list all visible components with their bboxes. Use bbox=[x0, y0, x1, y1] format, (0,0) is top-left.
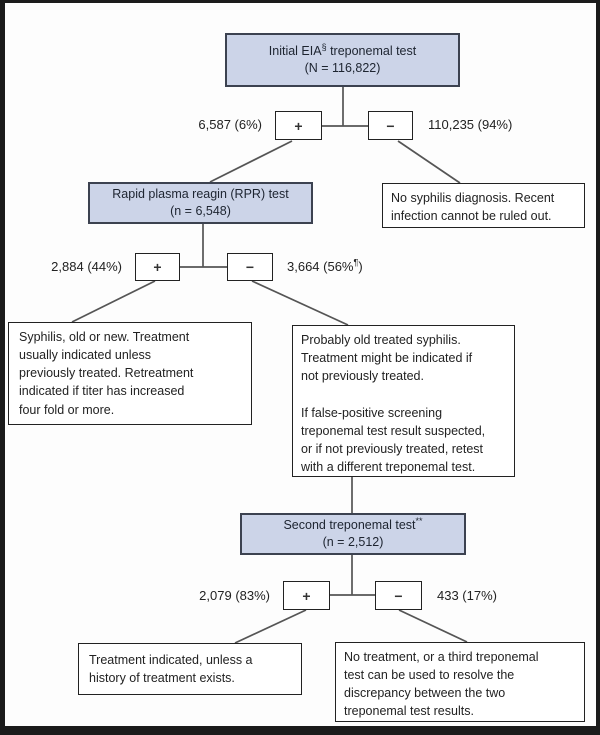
node-title-line: Rapid plasma reagin (RPR) test bbox=[112, 186, 289, 201]
no-treatment-outcome-box: No treatment, or a third treponemal test… bbox=[335, 642, 585, 722]
node-title-line: Second treponemal test** bbox=[283, 515, 423, 532]
rpr-negative-minus-box: − bbox=[227, 253, 273, 281]
connector-line bbox=[234, 609, 307, 644]
connector-line bbox=[71, 280, 156, 323]
rpr-negative-count-label: 3,664 (56%¶) bbox=[287, 257, 363, 274]
second-treponemal-test-node: Second treponemal test** (n = 2,512) bbox=[240, 513, 466, 555]
eia-negative-count-label: 110,235 (94%) bbox=[428, 117, 513, 132]
syphilis-treatment-outcome-box: Syphilis, old or new. Treatment usually … bbox=[8, 322, 252, 425]
node-title-line: Initial EIA§ treponemal test bbox=[268, 41, 417, 58]
treatment-indicated-outcome-box: Treatment indicated, unless a history of… bbox=[78, 643, 302, 695]
footnote-symbol: § bbox=[321, 41, 327, 52]
second-positive-plus-box: + bbox=[283, 581, 330, 610]
probably-old-syphilis-outcome-box: Probably old treated syphilis. Treatment… bbox=[292, 325, 515, 477]
eia-negative-minus-box: − bbox=[368, 111, 413, 140]
connector-line bbox=[251, 280, 349, 326]
rpr-test-node: Rapid plasma reagin (RPR) test (n = 6,54… bbox=[88, 182, 313, 224]
second-negative-count-label: 433 (17%) bbox=[437, 588, 497, 603]
connector-line bbox=[397, 140, 461, 184]
second-positive-count-label: 2,079 (83%) bbox=[199, 588, 270, 603]
node-n-line: (N = 116,822) bbox=[304, 61, 381, 75]
footnote-symbol: ** bbox=[415, 515, 423, 526]
no-syphilis-outcome-box: No syphilis diagnosis. Recent infection … bbox=[382, 183, 585, 228]
connector-line bbox=[398, 609, 468, 643]
node-n-line: (n = 6,548) bbox=[170, 204, 231, 218]
initial-eia-test-node: Initial EIA§ treponemal test (N = 116,82… bbox=[225, 33, 460, 87]
rpr-positive-count-label: 2,884 (44%) bbox=[51, 259, 122, 274]
rpr-positive-plus-box: + bbox=[135, 253, 180, 281]
eia-positive-plus-box: + bbox=[275, 111, 322, 140]
eia-positive-count-label: 6,587 (6%) bbox=[198, 117, 262, 132]
second-negative-minus-box: − bbox=[375, 581, 422, 610]
connector-line bbox=[209, 140, 293, 183]
footnote-symbol: ¶ bbox=[353, 257, 359, 268]
node-n-line: (n = 2,512) bbox=[322, 535, 384, 549]
